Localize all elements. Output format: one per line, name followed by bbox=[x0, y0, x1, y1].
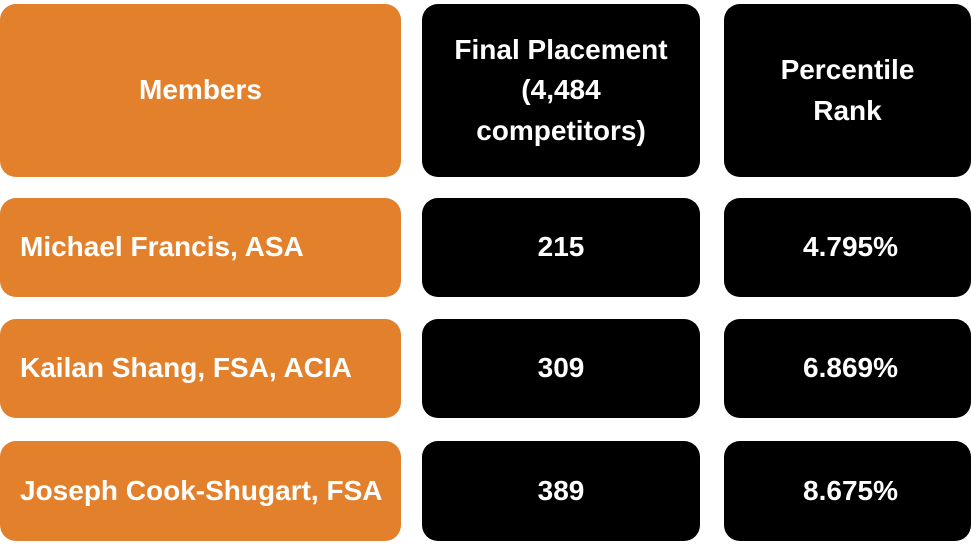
header-final-placement-label: Final Placement (4,484 competitors) bbox=[454, 33, 668, 146]
member-name: Joseph Cook-Shugart, FSA bbox=[20, 474, 383, 506]
percentile-value: 8.675% bbox=[803, 474, 898, 506]
placement-cell: 309 bbox=[422, 319, 700, 418]
placement-value: 309 bbox=[537, 352, 585, 384]
header-percentile-rank-cell: Percentile Rank bbox=[724, 4, 971, 177]
placement-cell: 389 bbox=[422, 441, 700, 541]
member-cell: Michael Francis, ASA bbox=[0, 198, 401, 297]
header-final-placement-cell: Final Placement (4,484 competitors) bbox=[422, 4, 700, 177]
percentile-cell: 4.795% bbox=[724, 198, 971, 297]
percentile-value: 4.795% bbox=[803, 231, 898, 263]
percentile-cell: 8.675% bbox=[724, 441, 971, 541]
placement-value: 389 bbox=[537, 474, 585, 506]
member-cell: Joseph Cook-Shugart, FSA bbox=[0, 441, 401, 541]
percentile-cell: 6.869% bbox=[724, 319, 971, 418]
placement-cell: 215 bbox=[422, 198, 700, 297]
member-name: Kailan Shang, FSA, ACIA bbox=[20, 352, 352, 384]
header-percentile-rank-label: Percentile Rank bbox=[780, 53, 915, 126]
header-members-label: Members bbox=[139, 74, 262, 106]
percentile-value: 6.869% bbox=[803, 352, 898, 384]
placement-value: 215 bbox=[537, 231, 585, 263]
member-name: Michael Francis, ASA bbox=[20, 231, 304, 263]
header-members-cell: Members bbox=[0, 4, 401, 177]
member-cell: Kailan Shang, FSA, ACIA bbox=[0, 319, 401, 418]
